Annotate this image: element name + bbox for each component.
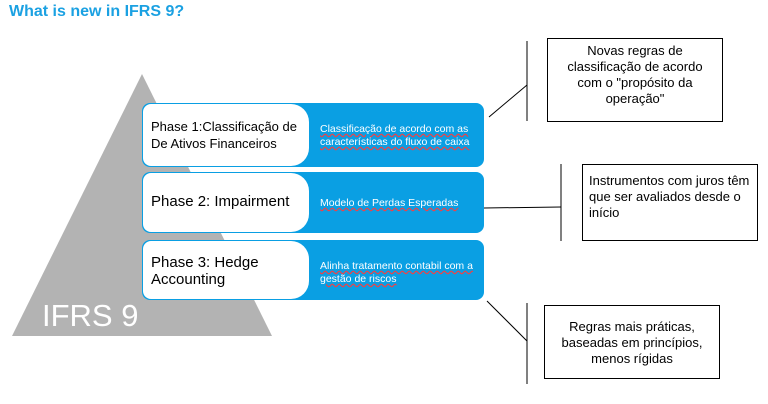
phase-2-block: Phase 2: Impairment Modelo de Perdas Esp… [142, 172, 484, 233]
phase-2-title: Phase 2: Impairment [143, 173, 309, 232]
page-title: What is new in IFRS 9? [9, 3, 185, 20]
phase-1-description: Classificação de acordo com as caracterí… [320, 123, 470, 148]
phase-2-description: Modelo de Perdas Esperadas [320, 197, 459, 209]
phase-1-block: Phase 1:Classificação de De Ativos Finan… [142, 103, 484, 167]
pyramid-label: IFRS 9 [42, 298, 138, 333]
phase-3-title: Phase 3: Hedge Accounting [143, 241, 309, 299]
callout-1: Novas regras de classificação de acordo … [547, 38, 723, 122]
phase-3-description: Alinha tratamento contabil com a gestão … [320, 260, 473, 285]
callout-3: Regras mais práticas, baseadas em princí… [544, 305, 720, 379]
callout-2: Instrumentos com juros têm que ser avali… [582, 164, 758, 241]
phase-1-title: Phase 1:Classificação de De Ativos Finan… [143, 104, 309, 166]
phase-3-block: Phase 3: Hedge Accounting Alinha tratame… [142, 240, 484, 300]
